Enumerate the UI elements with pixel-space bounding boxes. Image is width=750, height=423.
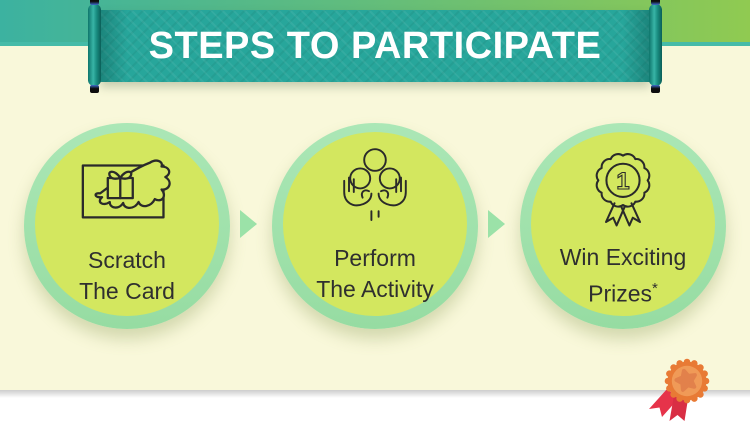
step-label: Scratch The Card xyxy=(79,245,175,307)
step-label-line2: Prizes* xyxy=(588,280,658,307)
scroll-pole-left xyxy=(88,0,101,93)
step-circle-inner: Scratch The Card xyxy=(35,132,219,316)
right-arrow-icon xyxy=(488,210,505,238)
step-label: Perform The Activity xyxy=(316,243,434,305)
step-label-line1: Scratch xyxy=(88,247,166,273)
hands-holding-people-icon xyxy=(337,147,413,234)
step-circle-inner: Perform The Activity xyxy=(283,132,467,316)
step-label: Win Exciting Prizes* xyxy=(560,242,687,310)
step-circle-perform-activity: Perform The Activity xyxy=(272,123,478,329)
step-circle-win-prizes: 1 Win Exciting Prizes* xyxy=(520,123,726,329)
award-badge-icon: 1 xyxy=(589,148,657,233)
bottom-white-strip xyxy=(0,390,750,423)
scratch-card-icon xyxy=(79,154,175,231)
badge-number: 1 xyxy=(616,168,629,195)
step-label-line1: Win Exciting xyxy=(559,244,687,270)
step-circle-inner: 1 Win Exciting Prizes* xyxy=(531,132,715,316)
step-circle-scratch-card: Scratch The Card xyxy=(24,123,230,329)
medal-with-ribbon-icon xyxy=(637,350,727,423)
step-label-line2: The Activity xyxy=(316,276,434,302)
right-arrow-icon xyxy=(240,210,257,238)
scroll-pole-right xyxy=(649,0,662,93)
title-banner: STEPS TO PARTICIPATE xyxy=(100,10,650,82)
step-label-line2: The Card xyxy=(79,278,175,304)
page-title: STEPS TO PARTICIPATE xyxy=(148,25,602,67)
asterisk-note: * xyxy=(652,280,658,297)
step-label-line1: Perform xyxy=(334,245,416,271)
